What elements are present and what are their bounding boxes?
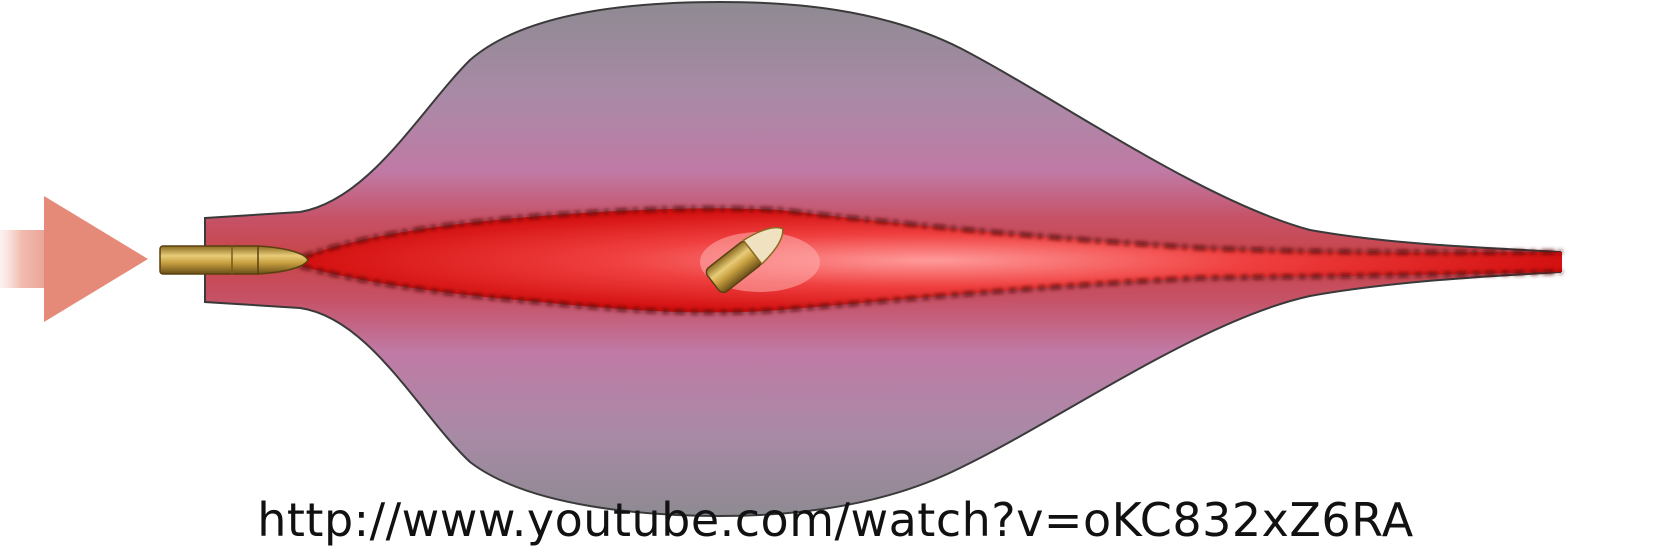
entry-arrow-icon xyxy=(0,196,148,322)
source-url-caption: http://www.youtube.com/watch?v=oKC832xZ6… xyxy=(0,493,1671,547)
bullet-icon xyxy=(160,246,308,274)
